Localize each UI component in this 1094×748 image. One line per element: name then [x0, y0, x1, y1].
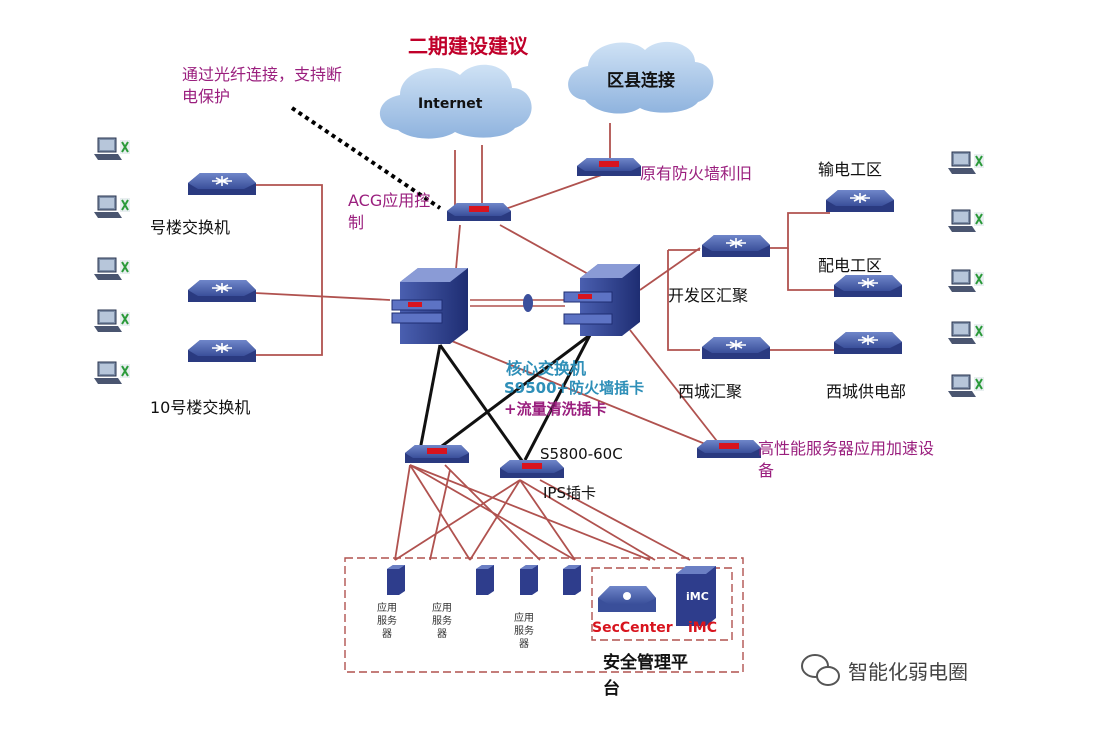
server-icon [563, 565, 581, 595]
building-switch-icon [187, 279, 257, 303]
server-icon [387, 565, 405, 595]
accel-label: 高性能服务器应用加速设备 [758, 439, 935, 480]
access-switch-icon [405, 445, 469, 463]
seccenter-label: SecCenter [592, 620, 673, 636]
xicheng-power-switch-icon [833, 331, 903, 355]
pc-icon [947, 209, 985, 233]
building-switch-icon [187, 172, 257, 196]
imc-box-label: iMC [686, 590, 709, 603]
pc-icon [947, 374, 985, 398]
building-switch-top-label: 号楼交换机 [150, 218, 231, 237]
pc-icon [93, 137, 131, 161]
core-label-line1: 核心交换机 [506, 359, 587, 378]
watermark-text: 智能化弱电圈 [848, 660, 968, 684]
pc-icon [93, 195, 131, 219]
server-icon [476, 565, 494, 595]
pc-icon [947, 151, 985, 175]
pc-icon [947, 321, 985, 345]
core-label-line2: S9500+防火墙插卡 [504, 379, 645, 397]
peidian-label: 配电工区 [818, 256, 883, 275]
core-switch-right-icon [563, 264, 640, 336]
pc-icon [947, 269, 985, 293]
county-cloud-icon [568, 41, 714, 114]
county-label: 区县连接 [607, 71, 675, 91]
diagram-title: 二期建设建议 [408, 34, 528, 58]
app-server-label: 应用服务器 [432, 603, 452, 640]
server-icon [520, 565, 538, 595]
acg-label: ACG应用控制 [348, 191, 431, 232]
shudian-label: 输电工区 [818, 160, 883, 179]
xicheng-power-label: 西城供电部 [826, 382, 907, 401]
ips-card-label: IPS插卡 [543, 484, 596, 502]
app-server-label: 应用服务器 [514, 613, 534, 650]
accel-device-icon [697, 440, 761, 458]
peidian-switch-icon [833, 274, 903, 298]
kaifaqu-switch-icon [701, 234, 771, 258]
seccenter-icon [598, 586, 656, 612]
building-switch-bottom-label: 10号楼交换机 [150, 398, 251, 417]
kaifaqu-label: 开发区汇聚 [668, 286, 749, 305]
building-switch-icon [187, 339, 257, 363]
imc-server-icon [676, 566, 716, 626]
security-platform-label: 安全管理平台 [603, 653, 688, 699]
pc-icon [93, 257, 131, 281]
pc-icon [93, 361, 131, 385]
internet-label: Internet [418, 96, 483, 112]
wechat-icon [801, 654, 840, 686]
core-switch-left-icon [391, 268, 468, 344]
internet-cloud-icon [379, 64, 532, 139]
access-model-label: S5800-60C [540, 445, 623, 463]
core-label-line3: +流量清洗插卡 [504, 400, 607, 418]
shudian-switch-icon [825, 189, 895, 213]
pc-icon [93, 309, 131, 333]
old-firewall-icon [577, 158, 641, 176]
fiber-note: 通过光纤连接，支持断电保护 [182, 65, 343, 106]
imc-label: iMC [688, 620, 718, 636]
acg-device-icon [447, 203, 511, 221]
old-firewall-label: 原有防火墙利旧 [640, 164, 753, 183]
app-server-label: 应用服务器 [377, 603, 397, 640]
xicheng-switch-icon [701, 336, 771, 360]
xicheng-label: 西城汇聚 [678, 382, 743, 401]
